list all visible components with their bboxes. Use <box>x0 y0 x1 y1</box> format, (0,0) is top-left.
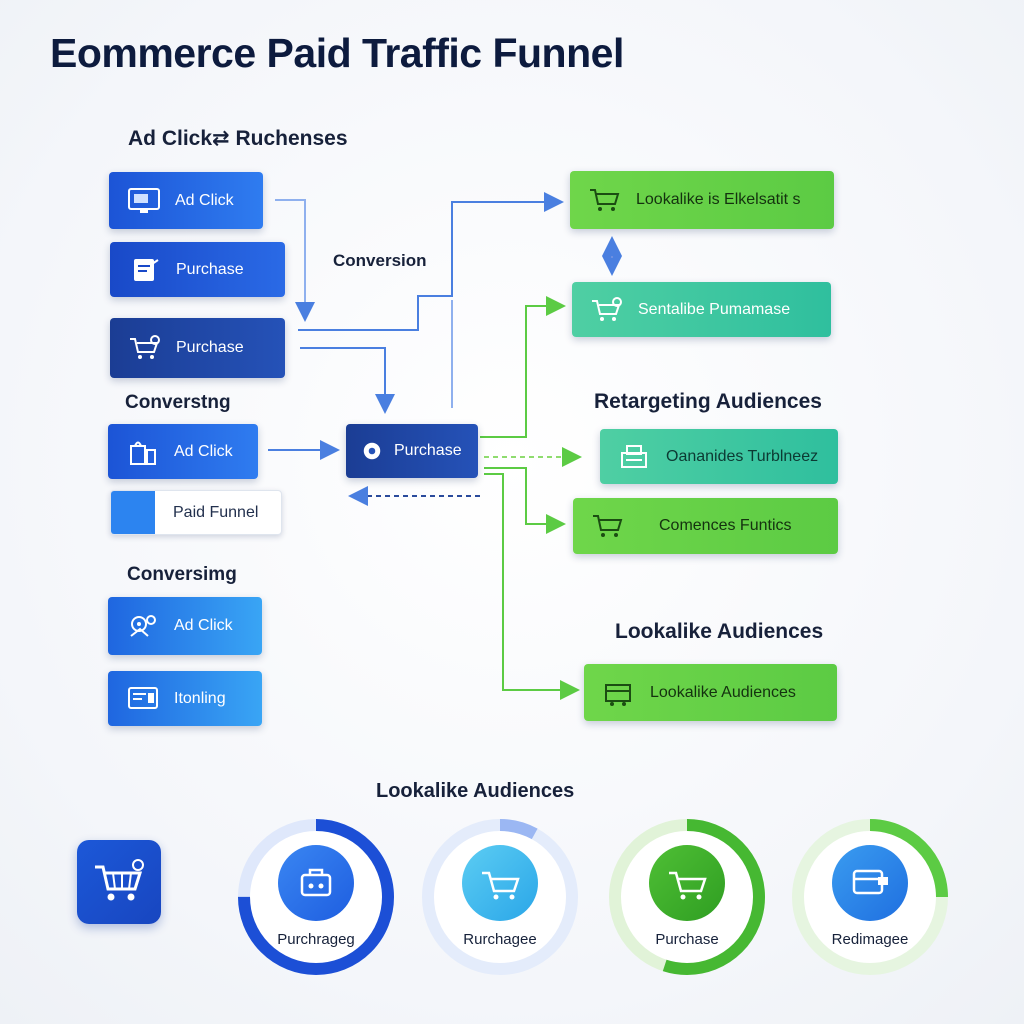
register-icon <box>616 442 654 472</box>
section-label-conversimg: Conversimg <box>127 564 237 585</box>
cart-icon <box>669 871 707 900</box>
ring-progress-arc <box>792 819 948 975</box>
progress-ring[interactable]: Redimagee <box>788 815 952 984</box>
ring-progress-arc <box>238 819 394 975</box>
monitor-icon <box>125 186 163 216</box>
dashboard-icon <box>124 684 162 714</box>
node-ad-click-1[interactable]: Ad Click <box>109 172 263 229</box>
gear-circle-icon <box>358 436 386 466</box>
ring-label: Purchrageg <box>277 931 355 948</box>
node-itonling[interactable]: Itonling <box>108 671 262 726</box>
section-label-retargeting-audiences: Retargeting Audiences <box>594 390 822 413</box>
node-lookalike-elkelsatit[interactable]: Lookalike is Elkelsatit s <box>570 171 834 229</box>
checkout-screen-icon <box>126 255 164 285</box>
cart-gear-icon <box>588 295 626 325</box>
progress-ring[interactable]: Rurchagee <box>418 815 582 984</box>
node-purchase-2[interactable]: Purchase <box>110 318 285 378</box>
node-ad-click-3[interactable]: Ad Click <box>108 597 262 655</box>
card-terminal-icon <box>852 869 888 895</box>
node-ad-click-2[interactable]: Ad Click <box>108 424 258 479</box>
page-title: Eommerce Paid Traffic Funnel <box>50 30 624 76</box>
ring-label: Rurchagee <box>463 931 537 948</box>
node-sentalibe-pumamase[interactable]: Sentalibe Pumamase <box>572 282 831 337</box>
ring-inner-badge <box>649 845 725 921</box>
ring-graphic <box>609 819 765 975</box>
ring-graphic <box>238 819 394 975</box>
ring-progress-arc <box>609 819 765 975</box>
node-label: Comences Funtics <box>659 517 792 534</box>
section-label-lookalike-audiences: Lookalike Audiences <box>615 620 824 643</box>
node-label: Ad Click <box>175 191 234 209</box>
node-lookalike-audiences[interactable]: Lookalike Audiences <box>584 664 837 721</box>
node-label: Purchase <box>176 339 244 356</box>
node-comences-funtics[interactable]: Comences Funtics <box>573 498 838 554</box>
gears-icon <box>124 611 162 641</box>
node-purchase-1[interactable]: Purchase <box>110 242 285 297</box>
cart-tile[interactable] <box>77 840 161 924</box>
node-oananides-turblneez[interactable]: Oananides Turblneez <box>600 429 838 484</box>
node-label: Oananides Turblneez <box>666 447 819 465</box>
node-purchase-center[interactable]: Purchase <box>346 424 478 478</box>
node-label: Purchase <box>176 260 244 278</box>
ring-progress-arc <box>422 819 578 975</box>
cart-icon <box>589 511 627 541</box>
section-label-conversion: Conversion <box>333 251 427 270</box>
node-label: Lookalike Audiences <box>650 683 796 701</box>
progress-ring[interactable]: Purchrageg <box>234 815 398 984</box>
node-label: Lookalike is Elkelsatit s <box>636 191 801 208</box>
ring-inner-badge <box>278 845 354 921</box>
cart-gear-icon <box>95 859 144 901</box>
node-label: Sentalibe Pumamase <box>638 300 791 318</box>
cart-icon <box>482 871 520 900</box>
section-label-lookalike-audiences-bottom: Lookalike Audiences <box>376 780 575 802</box>
color-swatch <box>111 491 155 534</box>
truck-icon <box>600 678 638 708</box>
briefcase-icon <box>300 868 332 897</box>
progress-ring[interactable]: Purchase <box>605 815 769 984</box>
node-label: Ad Click <box>174 442 233 460</box>
ring-label: Redimagee <box>831 931 909 948</box>
cart-gear-icon <box>126 333 164 363</box>
section-label-ad-click-ruchenses: Ad Click⇄ Ruchenses <box>128 127 348 150</box>
ring-label: Purchase <box>655 931 719 948</box>
node-label: Paid Funnel <box>173 503 259 521</box>
shopping-bags-icon <box>124 437 162 467</box>
node-label: Purchase <box>394 442 462 459</box>
node-label: Itonling <box>174 689 226 707</box>
cart-icon <box>586 185 624 215</box>
ring-graphic <box>422 819 578 975</box>
node-paid-funnel[interactable]: Paid Funnel <box>110 490 282 535</box>
ring-inner-badge <box>462 845 538 921</box>
section-label-converstng: Converstng <box>125 392 231 413</box>
ring-inner-badge <box>832 845 908 921</box>
ring-graphic <box>792 819 948 975</box>
node-label: Ad Click <box>174 617 233 634</box>
